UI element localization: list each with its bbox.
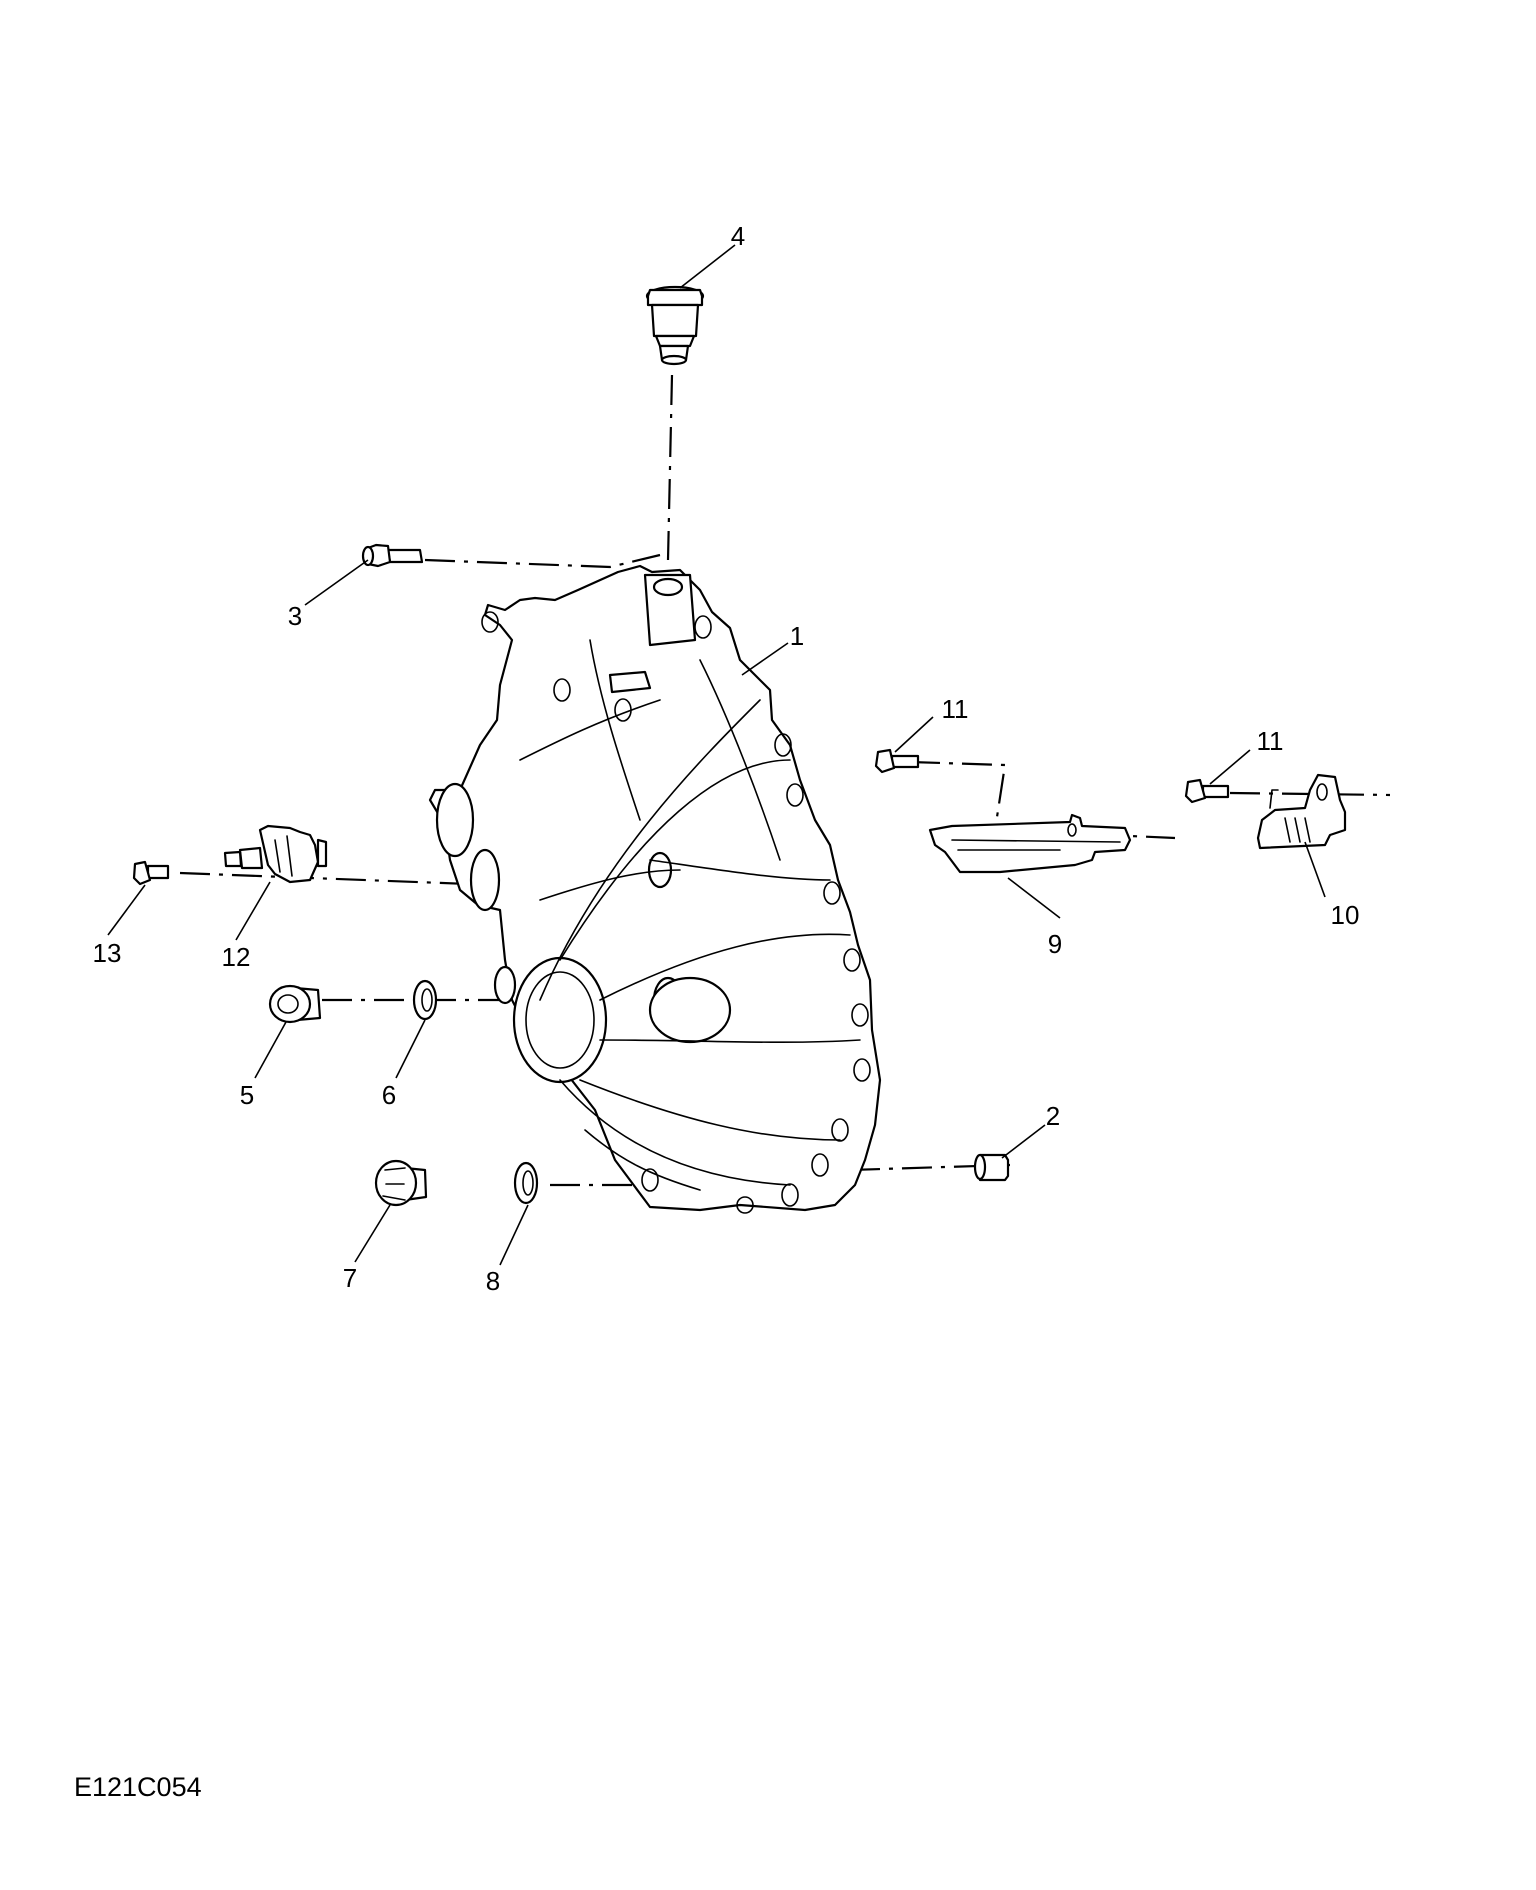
callout-7: 7 bbox=[343, 1263, 357, 1293]
plug-part-5 bbox=[268, 984, 322, 1024]
callout-6: 6 bbox=[382, 1080, 396, 1110]
callout-4: 4 bbox=[731, 221, 745, 251]
callout-3: 3 bbox=[288, 601, 302, 631]
callout-13: 13 bbox=[93, 938, 122, 968]
leader-lines bbox=[107, 244, 1326, 1266]
plug-part-7 bbox=[374, 1159, 428, 1207]
bolt-part-13 bbox=[132, 860, 170, 886]
washer-part-8 bbox=[513, 1161, 539, 1205]
bolt-part-3 bbox=[361, 543, 424, 568]
figure-code: E121C054 bbox=[74, 1772, 202, 1802]
callout-10: 10 bbox=[1331, 900, 1360, 930]
casing-part-1 bbox=[428, 564, 882, 1214]
callout-labels: 1 2 3 4 5 6 7 8 9 10 11 11 12 13 bbox=[93, 221, 1360, 1296]
dowel-part-2 bbox=[973, 1153, 1010, 1182]
callout-11-right: 11 bbox=[1257, 726, 1284, 756]
callout-8: 8 bbox=[486, 1266, 500, 1296]
callout-1: 1 bbox=[790, 621, 804, 651]
callout-5: 5 bbox=[240, 1080, 254, 1110]
bolt-part-11-right bbox=[1184, 778, 1230, 804]
washer-part-6 bbox=[412, 979, 438, 1021]
callout-2: 2 bbox=[1046, 1101, 1060, 1131]
plug-part-4 bbox=[645, 285, 705, 366]
callout-11-left: 11 bbox=[942, 694, 969, 724]
sensor-bracket-part-10 bbox=[1256, 773, 1347, 850]
bolt-part-11-left bbox=[874, 748, 920, 774]
callout-9: 9 bbox=[1048, 929, 1062, 959]
bracket-part-9 bbox=[928, 813, 1132, 874]
sensor-part-12 bbox=[223, 824, 328, 884]
callout-12: 12 bbox=[222, 942, 251, 972]
